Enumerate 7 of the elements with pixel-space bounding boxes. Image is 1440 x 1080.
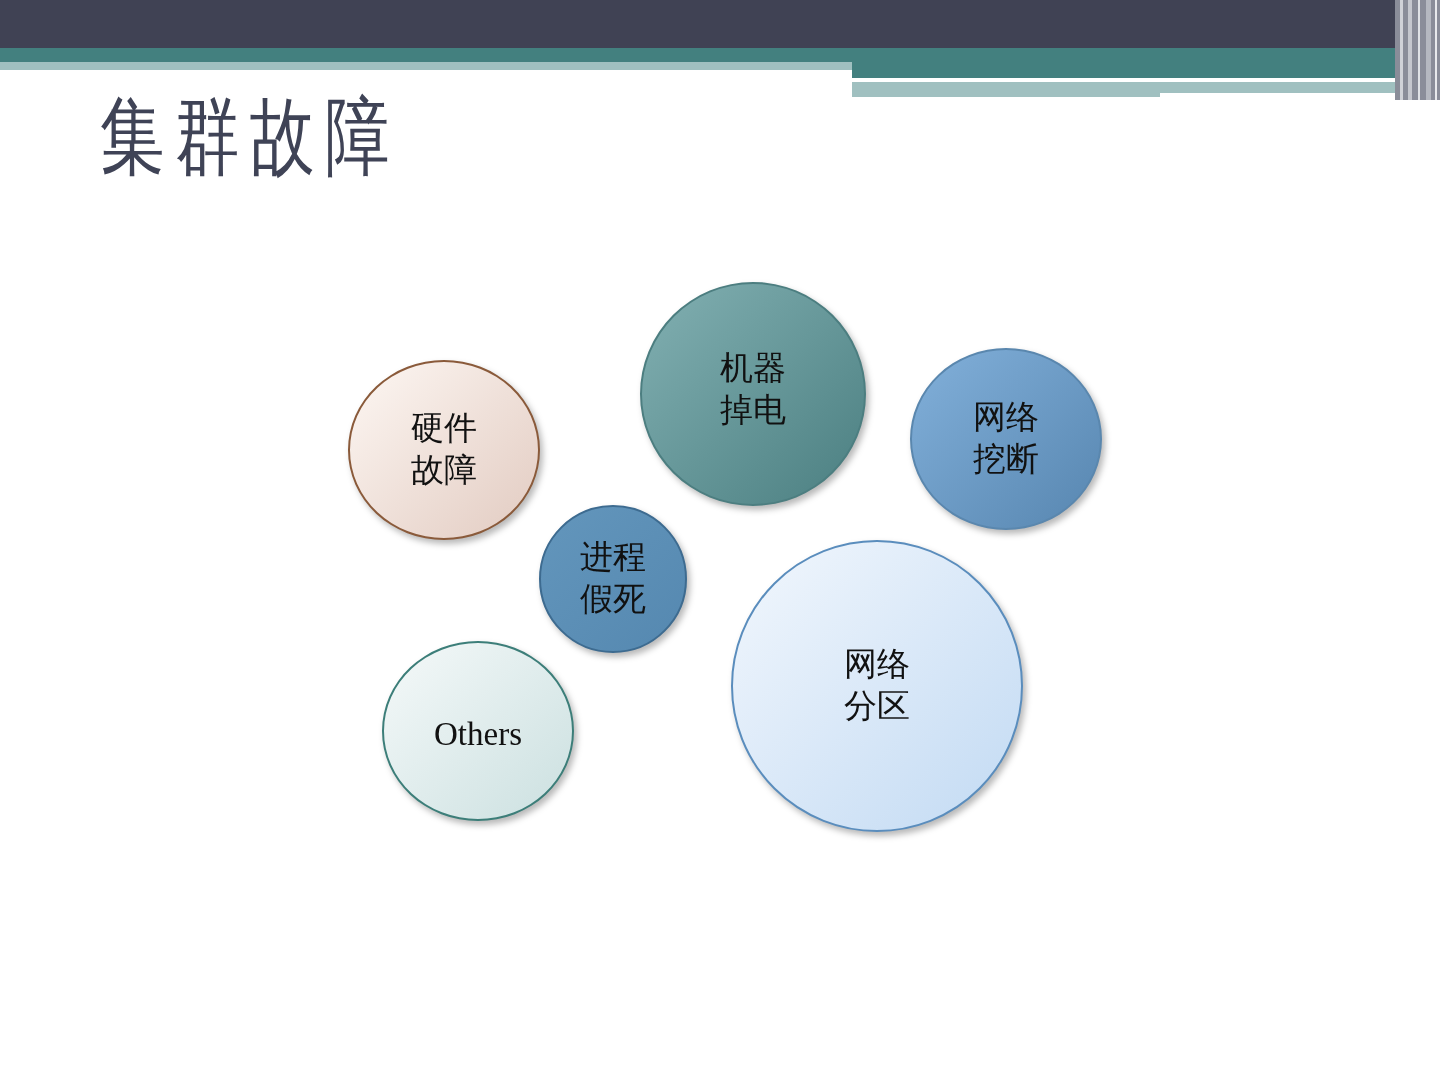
bubble-label: 机器掉电 — [719, 349, 787, 430]
bubble-label: Others — [434, 715, 522, 755]
slide-title: 集群故障 — [100, 88, 400, 187]
bubble-label: 网络挖断 — [972, 398, 1040, 479]
bubble-label: 网络分区 — [843, 645, 911, 726]
bubble-label: 进程假死 — [579, 538, 647, 619]
bubble-label: 硬件故障 — [410, 409, 478, 490]
